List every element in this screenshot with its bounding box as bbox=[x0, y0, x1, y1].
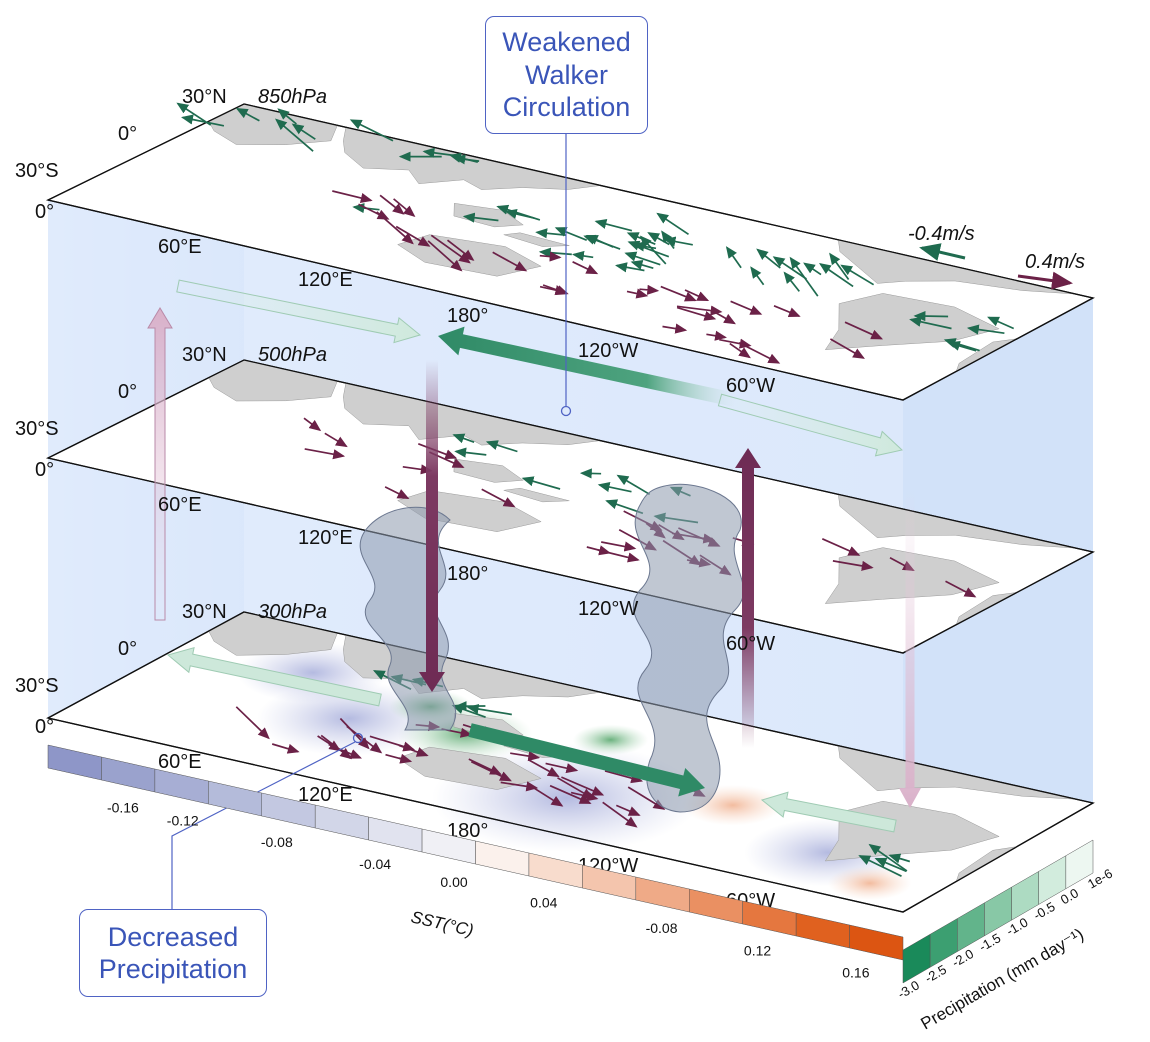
lon-label: 180° bbox=[447, 305, 488, 327]
sst-colorbar-segment bbox=[155, 769, 208, 804]
wind-legend-negative: -0.4m/s bbox=[908, 223, 975, 245]
sst-colorbar-tick: -0.04 bbox=[359, 856, 391, 872]
sst-colorbar-tick: -0.08 bbox=[646, 920, 678, 936]
lon-label: 120°W bbox=[578, 340, 638, 362]
sst-colorbar-tick: -0.16 bbox=[107, 799, 139, 815]
callout-line: Precipitation bbox=[80, 953, 266, 985]
precip-colorbar-tick: -3.0 bbox=[895, 977, 922, 1001]
sst-anomaly-patch bbox=[828, 866, 912, 900]
lon-label: 120°E bbox=[298, 784, 353, 806]
lat-label-30n: 30°N bbox=[182, 601, 227, 623]
lon-label: 60°W bbox=[726, 633, 775, 655]
easterly-wind-vector bbox=[915, 316, 948, 317]
lon-label: 180° bbox=[447, 563, 488, 585]
lon-label: 60°W bbox=[726, 375, 775, 397]
sst-colorbar-tick: -0.08 bbox=[261, 834, 293, 850]
callout-line: Weakened bbox=[486, 26, 647, 58]
lat-label-30s: 30°S bbox=[15, 418, 59, 440]
lon-label: 60°E bbox=[158, 236, 202, 258]
lon-label: 120°E bbox=[298, 527, 353, 549]
callout-line: Circulation bbox=[486, 91, 647, 123]
lon-label: 120°E bbox=[298, 269, 353, 291]
callout-line: Walker bbox=[486, 59, 647, 91]
pressure-level-label: 500hPa bbox=[258, 344, 327, 366]
lat-label-30n: 30°N bbox=[182, 86, 227, 108]
sst-colorbar-segment bbox=[48, 745, 101, 780]
easterly-wind-vector bbox=[582, 473, 602, 474]
precip-callout: Decreased Precipitation bbox=[79, 909, 267, 997]
lat-label-equator-front: 0° bbox=[35, 716, 54, 738]
pressure-level-label: 300hPa bbox=[258, 601, 327, 623]
sst-colorbar-title: SST(°C) bbox=[409, 907, 475, 940]
sst-colorbar-segment bbox=[636, 877, 689, 912]
sst-colorbar-tick: -0.12 bbox=[167, 813, 199, 829]
wind-legend-positive: 0.4m/s bbox=[1025, 251, 1085, 273]
lat-label-equator: 0° bbox=[118, 123, 137, 145]
sst-anomaly-patch bbox=[573, 725, 649, 756]
sst-colorbar-segment bbox=[369, 817, 422, 852]
sst-colorbar-tick: 0.04 bbox=[530, 894, 557, 910]
lat-label-equator-front: 0° bbox=[35, 201, 54, 223]
sst-colorbar-segment bbox=[208, 781, 261, 816]
wind-legend-westerly-arrow bbox=[1018, 276, 1070, 283]
lat-label-equator: 0° bbox=[118, 381, 137, 403]
lon-label: 60°E bbox=[158, 751, 202, 773]
sst-colorbar-tick: 0.16 bbox=[842, 964, 869, 980]
sst-colorbar-segment bbox=[850, 925, 903, 960]
lon-label: 120°W bbox=[578, 598, 638, 620]
lat-label-equator: 0° bbox=[118, 638, 137, 660]
lat-label-equator-front: 0° bbox=[35, 459, 54, 481]
sst-colorbar-segment bbox=[315, 805, 368, 840]
lon-label: 60°E bbox=[158, 494, 202, 516]
lat-label-30s: 30°S bbox=[15, 675, 59, 697]
lat-label-30s: 30°S bbox=[15, 160, 59, 182]
sst-colorbar-segment bbox=[101, 757, 154, 792]
lat-label-30n: 30°N bbox=[182, 344, 227, 366]
sst-colorbar-segment bbox=[796, 913, 849, 948]
sst-colorbar-tick: 0.12 bbox=[744, 942, 771, 958]
wind-legend-easterly-arrow bbox=[922, 248, 965, 258]
sst-colorbar-segment bbox=[529, 853, 582, 888]
sst-colorbar-tick: 0.00 bbox=[440, 874, 467, 890]
pressure-level-label: 850hPa bbox=[258, 86, 327, 108]
walker-callout: Weakened Walker Circulation bbox=[485, 16, 648, 134]
callout-line: Decreased bbox=[80, 921, 266, 953]
